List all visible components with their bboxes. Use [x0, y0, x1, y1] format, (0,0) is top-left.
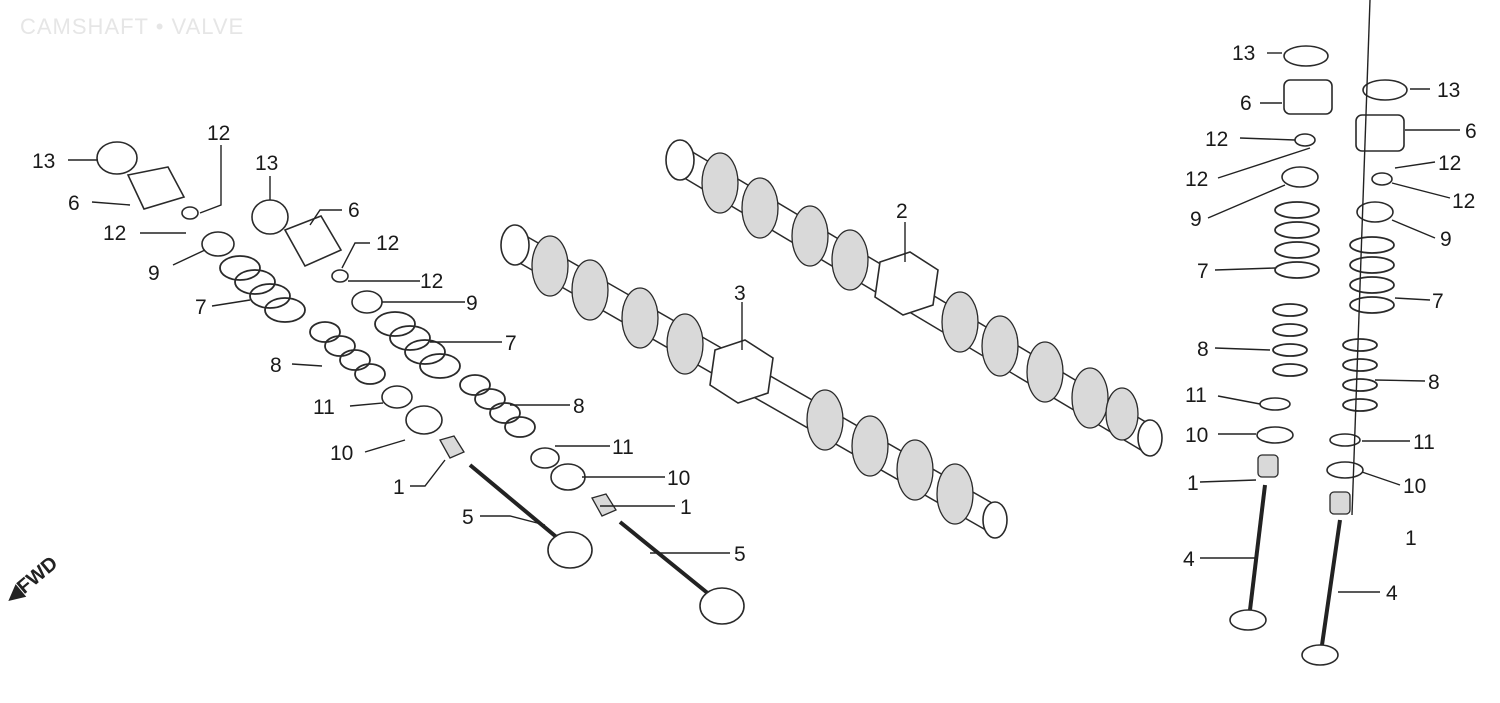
callout-6: 6	[348, 199, 360, 222]
camshaft-lower	[500, 224, 1008, 539]
callout-8: 8	[1197, 338, 1209, 361]
callout-10: 10	[667, 467, 690, 490]
callout-2: 2	[896, 200, 908, 223]
leader-lines	[68, 0, 1460, 593]
spring-outer-right-b	[1349, 236, 1395, 314]
callout-12: 12	[1438, 152, 1461, 175]
callout-12: 12	[1452, 190, 1475, 213]
spring-inner-left-b	[459, 374, 536, 438]
camshaft-upper	[665, 139, 1163, 457]
callout-7: 7	[505, 332, 517, 355]
callout-11: 11	[313, 396, 335, 419]
callout-13: 13	[1437, 79, 1460, 102]
callout-5: 5	[462, 506, 474, 529]
callout-10: 10	[330, 442, 353, 465]
callout-7: 7	[1197, 260, 1209, 283]
diagram-title: CAMSHAFT • VALVE	[20, 14, 245, 39]
callout-13: 13	[1232, 42, 1255, 65]
spring-outer-left-b	[374, 311, 461, 379]
callout-5: 5	[734, 543, 746, 566]
callout-9: 9	[1190, 208, 1202, 231]
spring-inner-left-a	[309, 321, 386, 385]
callout-8: 8	[573, 395, 585, 418]
spring-inner-right-b	[1342, 338, 1378, 412]
callout-1: 1	[1405, 527, 1417, 550]
callout-labels: 13 6 12 12 9 7 8 11 10 1 5 13 6 12 12 9 …	[32, 42, 1477, 605]
callout-8: 8	[1428, 371, 1440, 394]
callout-7: 7	[1432, 290, 1444, 313]
callout-13: 13	[32, 150, 55, 173]
callout-1: 1	[1187, 472, 1199, 495]
callout-9: 9	[148, 262, 160, 285]
callout-6: 6	[1465, 120, 1477, 143]
callout-1: 1	[680, 496, 692, 519]
callout-3: 3	[734, 282, 746, 305]
valve-assembly-right-a	[1229, 45, 1333, 631]
callout-13: 13	[255, 152, 278, 175]
callout-12: 12	[376, 232, 399, 255]
spring-outer-left-a	[219, 255, 306, 323]
callout-12: 12	[207, 122, 230, 145]
callout-12: 12	[420, 270, 443, 293]
callout-4: 4	[1386, 582, 1398, 605]
callout-12: 12	[103, 222, 126, 245]
callout-1: 1	[393, 476, 405, 499]
callout-11: 11	[1413, 431, 1435, 454]
valve-assembly-right-b	[1301, 79, 1408, 666]
spring-outer-right-a	[1274, 201, 1320, 279]
valve-assembly-left-b	[251, 199, 745, 625]
callout-12: 12	[1205, 128, 1228, 151]
valve-assembly-left-a	[96, 141, 593, 569]
callout-9: 9	[466, 292, 478, 315]
callout-4: 4	[1183, 548, 1195, 571]
callout-12: 12	[1185, 168, 1208, 191]
callout-11: 11	[612, 436, 634, 459]
callout-10: 10	[1403, 475, 1426, 498]
callout-11: 11	[1185, 384, 1207, 407]
callout-7: 7	[195, 296, 207, 319]
callout-6: 6	[68, 192, 80, 215]
callout-8: 8	[270, 354, 282, 377]
callout-9: 9	[1440, 228, 1452, 251]
spring-inner-right-a	[1272, 303, 1308, 377]
callout-6: 6	[1240, 92, 1252, 115]
callout-10: 10	[1185, 424, 1208, 447]
